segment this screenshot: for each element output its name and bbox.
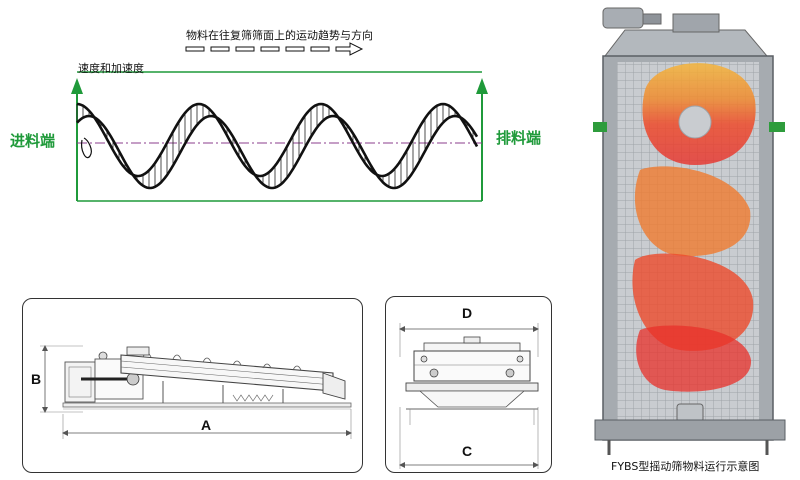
end-view-drawing [399, 323, 539, 469]
velocity-label: 速度和加速度 [78, 62, 144, 75]
wave-upper [76, 102, 479, 178]
screen-photo [593, 7, 786, 455]
end-view-dim-d: D [462, 305, 473, 321]
feed-end-label: 进料端 [10, 132, 56, 150]
feed-end-arrow-icon [71, 78, 83, 94]
wave-lower [76, 114, 479, 190]
motion-title: 物料在往复筛筛面上的运动趋势与方向 [186, 29, 373, 42]
end-view-dim-c: C [462, 443, 473, 459]
end-view-panel: D C [385, 296, 552, 473]
photo-caption: FYBS型摇动筛物料运行示意图 [611, 460, 760, 473]
side-view-dim-b: B [31, 371, 42, 387]
wave-start-loop [81, 137, 92, 159]
side-view-panel: B A [22, 298, 363, 473]
discharge-end-arrow-icon [476, 78, 488, 94]
discharge-end-label: 排料端 [496, 129, 542, 147]
side-view-drawing [40, 345, 352, 439]
side-view-dim-a: A [201, 417, 212, 433]
motion-direction-arrow-icon [185, 42, 364, 56]
